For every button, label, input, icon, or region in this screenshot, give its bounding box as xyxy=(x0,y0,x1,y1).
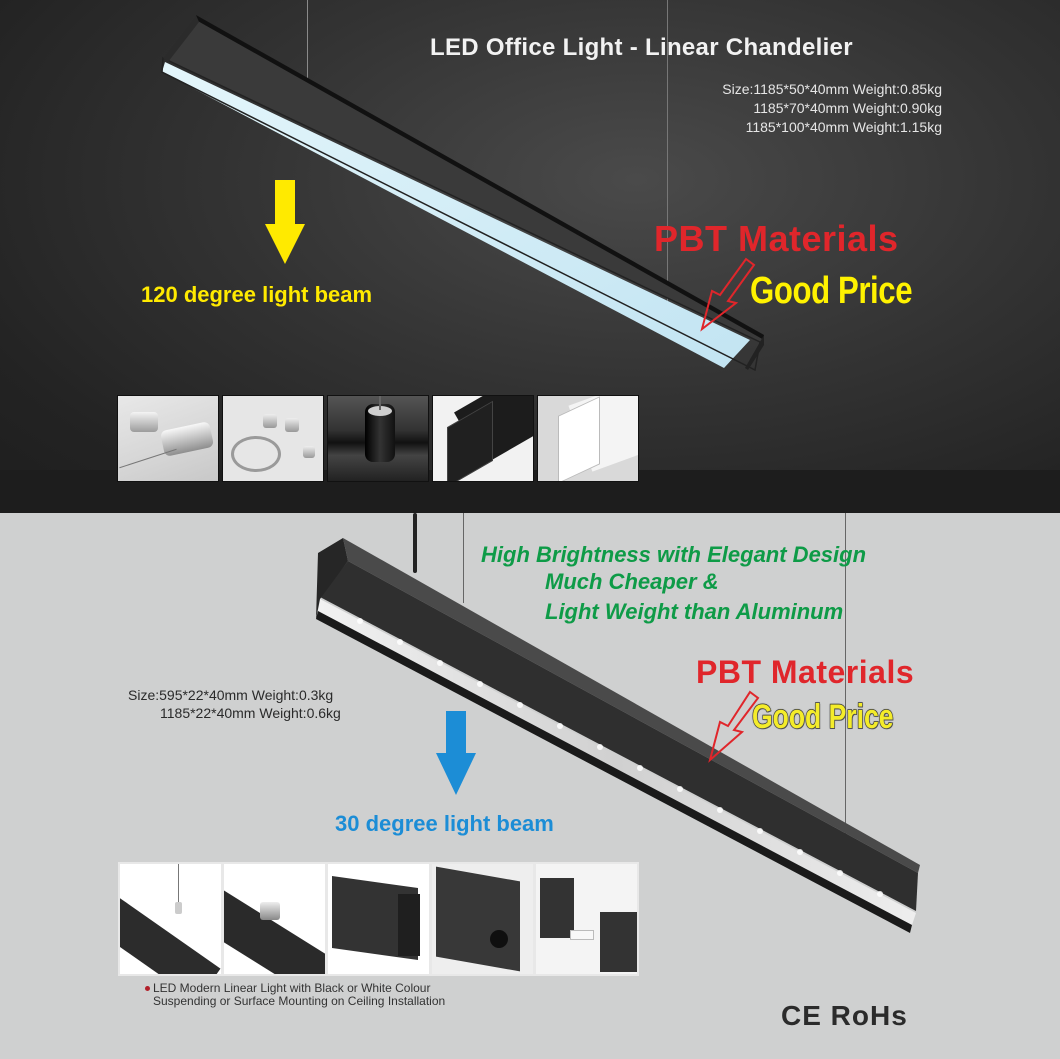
thumbnail-black-end-cap xyxy=(432,395,534,482)
note-line-1: LED Modern Linear Light with Black or Wh… xyxy=(153,981,431,995)
suspension-wire xyxy=(463,513,464,603)
spec-line: Size:1185*50*40mm Weight:0.85kg xyxy=(722,81,942,97)
material-label: PBT Materials xyxy=(696,654,915,690)
bottom-product-panel: High Brightness with Elegant Design Much… xyxy=(0,513,1060,1059)
headline-line-3: Light Weight than Aluminum xyxy=(545,599,844,624)
accessory-thumbnail-strip xyxy=(117,395,639,482)
beam-angle-label: 30 degree light beam xyxy=(335,811,554,836)
spec-line: 1185*70*40mm Weight:0.90kg xyxy=(753,100,942,116)
spec-line: 1185*100*40mm Weight:1.15kg xyxy=(745,119,942,135)
product-title: LED Office Light - Linear Chandelier xyxy=(430,34,853,61)
top-product-panel: LED Office Light - Linear Chandelier Siz… xyxy=(0,0,1060,513)
spec-line: 1185*22*40mm Weight:0.6kg xyxy=(160,705,341,721)
thumbnail-linkable-sections xyxy=(536,864,637,974)
suspension-wire xyxy=(667,0,668,310)
thumbnail-suspended-profile xyxy=(120,864,221,974)
headline-line-2: Much Cheaper & xyxy=(545,569,719,594)
thumbnail-profile-end xyxy=(328,864,429,974)
product-note: LED Modern Linear Light with Black or Wh… xyxy=(145,982,445,1008)
down-arrow-icon xyxy=(265,180,305,264)
suspension-wire xyxy=(845,513,846,853)
down-arrow-icon xyxy=(436,711,476,795)
thumbnail-wire-suspension-kit xyxy=(222,395,324,482)
thumbnail-ceiling-mount-cylinders xyxy=(117,395,219,482)
thumbnail-white-end-cap xyxy=(537,395,639,482)
price-label: Good Price xyxy=(750,270,913,312)
bullet-icon xyxy=(145,986,150,992)
certification-label: CE RoHs xyxy=(781,1000,908,1031)
thumbnail-connector-end xyxy=(432,864,533,974)
thumbnail-mounting-clip xyxy=(224,864,325,974)
pointer-arrow-icon xyxy=(700,257,756,332)
beam-angle-label: 120 degree light beam xyxy=(141,282,373,307)
headline-line-1: High Brightness with Elegant Design xyxy=(481,542,867,567)
spec-line: Size:595*22*40mm Weight:0.3kg xyxy=(128,687,334,703)
note-line-2: Suspending or Surface Mounting on Ceilin… xyxy=(153,994,446,1008)
thumbnail-suspension-cap-closeup xyxy=(327,395,429,482)
material-label: PBT Materials xyxy=(654,218,899,259)
linear-chandelier-fixture-image xyxy=(161,15,764,372)
product-detail-thumbnail-strip xyxy=(118,862,639,976)
pointer-arrow-icon xyxy=(708,690,760,763)
suspension-wire xyxy=(307,0,308,80)
price-label: Good Price xyxy=(751,697,894,737)
linear-light-fixture-image xyxy=(316,538,920,933)
power-cable xyxy=(413,513,417,573)
